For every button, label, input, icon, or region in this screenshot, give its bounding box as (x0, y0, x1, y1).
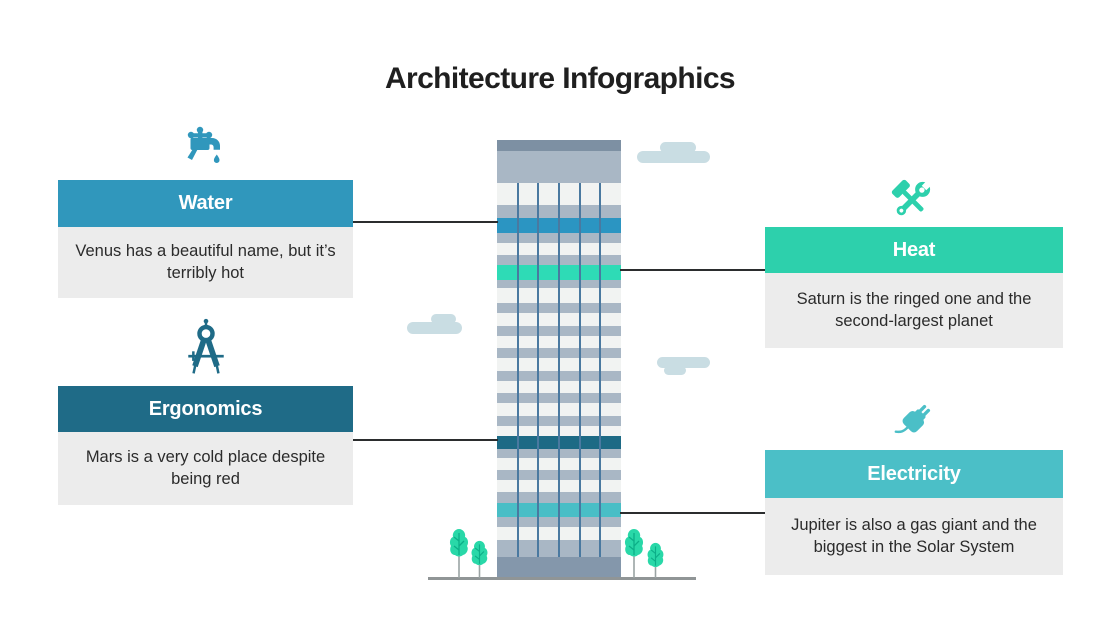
water-connector-line (352, 221, 498, 223)
cloud-icon (657, 357, 710, 376)
cloud-part (431, 314, 456, 324)
ergonomics-card-description: Mars is a very cold place despite being … (85, 447, 326, 488)
tree-icon (643, 542, 668, 583)
water-card-header: Water (58, 180, 353, 227)
page-title: Architecture Infographics (384, 62, 736, 95)
building-illustration (497, 140, 621, 578)
building-column-divider (578, 183, 581, 557)
cloud-part (664, 366, 686, 375)
ergonomics-card-body: Mars is a very cold place despite being … (58, 432, 353, 505)
plug-icon (888, 397, 938, 447)
heat-card-body: Saturn is the ringed one and the second-… (765, 273, 1063, 348)
heat-connector-line (620, 269, 766, 271)
building-column-divider (599, 183, 602, 557)
water-card: Water Venus has a beautiful name, but it… (58, 180, 353, 298)
building-floor-wall (497, 151, 621, 183)
cloud-icon (637, 142, 710, 163)
heat-card: Heat Saturn is the ringed one and the se… (765, 227, 1063, 348)
ground-line (428, 577, 696, 580)
electricity-card-header: Electricity (765, 450, 1063, 498)
heat-card-header: Heat (765, 227, 1063, 273)
cloud-part (637, 151, 710, 163)
cloud-part (657, 357, 710, 368)
building-floor-roof (497, 140, 621, 151)
drafting-compass-icon (183, 318, 229, 376)
water-card-body: Venus has a beautiful name, but it’s ter… (58, 227, 353, 298)
building-column-divider (516, 183, 519, 557)
heat-card-description: Saturn is the ringed one and the second-… (796, 289, 1032, 330)
heat-card-title: Heat (892, 238, 936, 261)
ergonomics-card-header: Ergonomics (58, 386, 353, 432)
ergonomics-card-title: Ergonomics (148, 397, 263, 420)
cloud-icon (407, 314, 462, 334)
hammer-wrench-icon (886, 174, 938, 226)
electricity-card: Electricity Jupiter is also a gas giant … (765, 450, 1063, 575)
water-card-description: Venus has a beautiful name, but it’s ter… (75, 241, 336, 282)
cloud-part (660, 142, 696, 153)
building-dividers (497, 183, 621, 557)
tree-icon (445, 528, 473, 583)
electricity-card-title: Electricity (867, 462, 961, 485)
ergonomics-card: Ergonomics Mars is a very cold place des… (58, 386, 353, 505)
water-card-title: Water (178, 192, 233, 214)
building-column-divider (537, 183, 540, 557)
building-floor-base (497, 557, 621, 578)
tree-icon (467, 540, 492, 583)
ergonomics-connector-line (352, 439, 498, 441)
cloud-part (407, 322, 462, 334)
faucet-icon (183, 126, 227, 174)
building-column-divider (558, 183, 560, 557)
tree-icon (620, 528, 648, 583)
electricity-connector-line (620, 512, 766, 514)
electricity-card-body: Jupiter is also a gas giant and the bigg… (765, 498, 1063, 575)
electricity-card-description: Jupiter is also a gas giant and the bigg… (791, 515, 1037, 556)
